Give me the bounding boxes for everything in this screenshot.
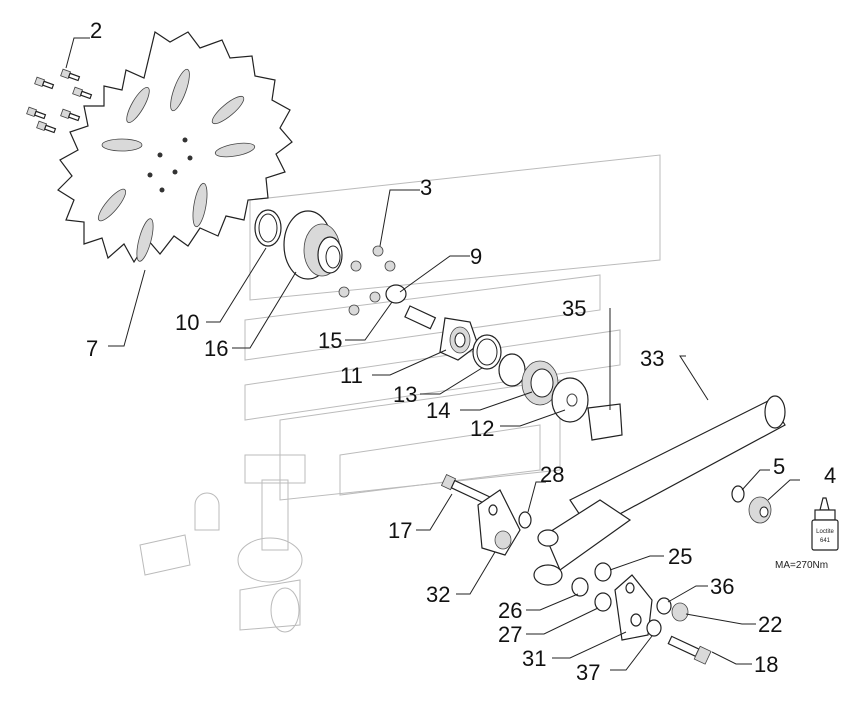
callout-14: 14	[426, 398, 450, 423]
torque-note: MA=270Nm	[775, 560, 828, 571]
callout-10: 10	[175, 310, 199, 335]
callout-2: 2	[90, 18, 102, 43]
bearing-housing	[439, 317, 479, 361]
callout-28: 28	[540, 462, 564, 487]
washer-37	[646, 619, 662, 637]
callout-27: 27	[498, 622, 522, 647]
bracket-plate-31	[614, 574, 653, 641]
arm-tube	[533, 395, 786, 586]
hub	[283, 210, 343, 280]
bushing-25	[594, 562, 612, 582]
end-cap	[551, 377, 589, 423]
disc-bolts	[26, 68, 93, 134]
disc-blade	[57, 31, 293, 264]
nut-22	[671, 602, 689, 622]
threadlocker-bottle: Loctite 641	[811, 497, 839, 551]
callout-25: 25	[668, 544, 692, 569]
washer-5	[731, 485, 745, 503]
callout-4: 4	[824, 463, 836, 488]
callout-15: 15	[318, 328, 342, 353]
callout-13: 13	[393, 382, 417, 407]
leader-lines	[65, 37, 800, 671]
callout-37: 37	[576, 660, 600, 685]
callout-3: 3	[420, 175, 432, 200]
bushing-27	[594, 592, 612, 612]
callout-12: 12	[470, 416, 494, 441]
callout-numbers: 2 3 4 5 7 9 10 11 12 13 14 15 16 17 18 2…	[86, 18, 836, 685]
callout-31: 31	[522, 646, 546, 671]
bushing-28	[518, 511, 532, 529]
bottle-brand-label: Loctite	[816, 529, 834, 535]
spacer-washer	[498, 353, 526, 387]
callout-7: 7	[86, 336, 98, 361]
callout-16: 16	[204, 336, 228, 361]
callout-5: 5	[773, 454, 785, 479]
bolt-18	[667, 635, 712, 665]
callout-36: 36	[710, 574, 734, 599]
bracket-plate	[477, 489, 521, 556]
bottle-grade-label: 641	[820, 538, 831, 544]
washer-36	[656, 597, 672, 615]
locking-plate	[587, 403, 623, 441]
callout-33: 33	[640, 346, 664, 371]
callout-11: 11	[340, 363, 363, 388]
spacer-sleeve	[385, 284, 407, 304]
callout-32: 32	[426, 582, 450, 607]
hub-nuts	[338, 245, 396, 316]
callout-22: 22	[758, 612, 782, 637]
callout-9: 9	[470, 244, 482, 269]
bushing-26	[571, 577, 589, 597]
callout-26: 26	[498, 598, 522, 623]
callout-17: 17	[388, 518, 412, 543]
stub-shaft	[404, 305, 437, 330]
callout-18: 18	[754, 652, 778, 677]
callout-35: 35	[562, 296, 586, 321]
